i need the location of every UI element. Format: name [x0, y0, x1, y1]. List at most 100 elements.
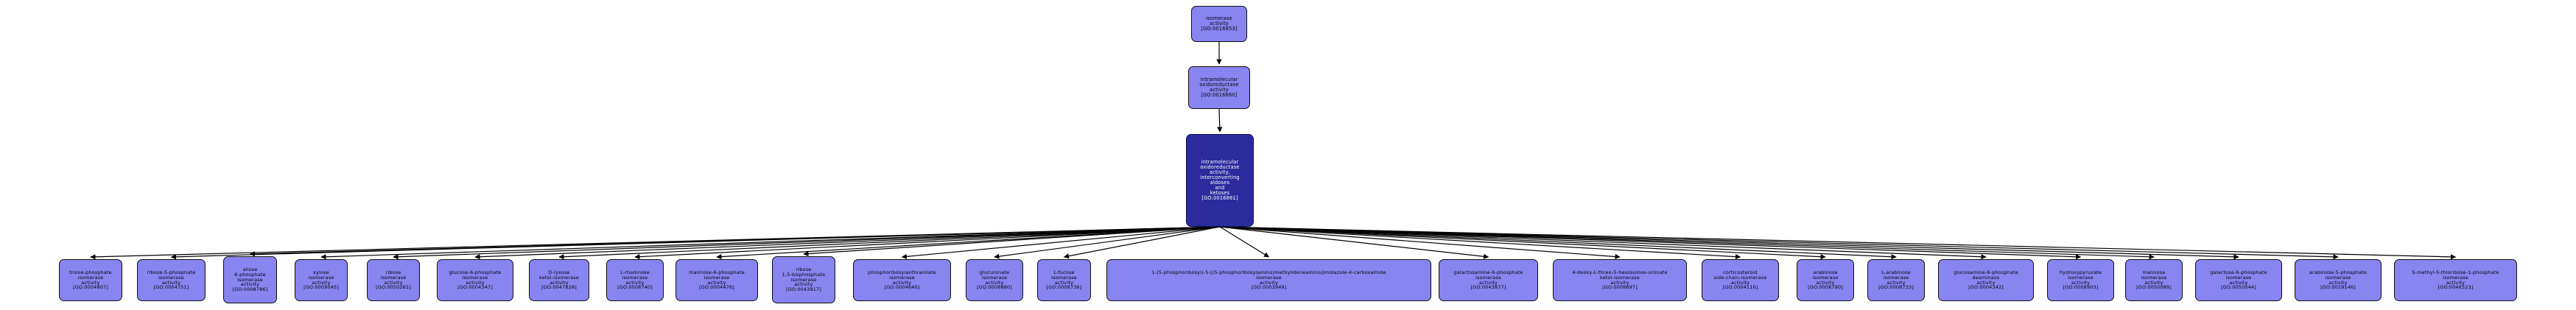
go-term-label-line: activity — [625, 279, 645, 286]
go-term-label-line: oxidoreductase — [1200, 163, 1240, 170]
graph-edge — [1219, 226, 1741, 260]
go-term-label-line: activity — [466, 279, 485, 286]
graph-edge — [634, 226, 1221, 260]
go-term-id: [GO:0016861] — [1201, 195, 1238, 202]
go-term-id: [GO:0009045] — [303, 284, 339, 291]
go-term-id: [GO:0004342] — [1968, 284, 2004, 291]
go-term-label-line: mannose — [2142, 269, 2166, 275]
graph-edge — [803, 226, 1221, 257]
go-term-label-line: interconverting — [1200, 174, 1240, 180]
go-term-label-line: isomerase — [1206, 15, 1232, 21]
go-term-id: [GO:0050044] — [2221, 284, 2256, 291]
go-term-id: [GO:0047828] — [541, 284, 577, 291]
go-term-label-line: S-methyl-5-thioribose-1-phosphate — [2412, 269, 2499, 275]
go-term-id: [GO:0050261] — [376, 284, 411, 291]
go-term-label-line: 1-(5-phosphoribosyl)-5-[(5-phosphoribosy… — [1151, 269, 1386, 275]
go-term-label-line: activity — [1210, 87, 1229, 93]
go-term-label-line: isomerase — [1812, 274, 1839, 281]
graph-edge — [1219, 226, 2339, 260]
go-term-label-line: isomerase — [1051, 274, 1077, 281]
go-term-label-line: activity — [1054, 279, 1074, 286]
go-term-id: [GO:0008786] — [232, 286, 268, 293]
go-term-label-line: activity — [81, 279, 100, 286]
go-term-label-line: allose — [242, 266, 258, 272]
go-term-label-line: isomerase — [2068, 274, 2094, 281]
go-term-id: [GO:0008740] — [617, 284, 653, 291]
go-term-label-line: oxidoreductase — [1199, 81, 1239, 88]
go-term-label-line: activity — [2229, 279, 2248, 286]
go-term-label-line: activity — [794, 281, 813, 288]
go-term-label-line: 6-phosphate — [234, 271, 266, 278]
go-term-label-line: galactosamine-6-phosphate — [1453, 269, 1523, 275]
go-term-label-line: isomerase — [703, 274, 730, 281]
go-term-label-line: activity — [707, 279, 726, 286]
go-term-label-line: isomerase — [77, 274, 104, 281]
graph-edge — [1219, 226, 1621, 260]
go-term-label-line: glucosamine-6-phosphate — [1954, 269, 2018, 275]
go-term-label-line: ketoses — [1210, 190, 1230, 197]
go-term-label-line: deaminase — [1972, 274, 2000, 281]
go-term-id: [GO:0046523] — [2438, 284, 2474, 291]
graph-edge — [1063, 226, 1221, 259]
go-term-label-line: 1,5-bisphosphate — [782, 271, 826, 278]
graph-edge — [1219, 226, 2082, 260]
go-term-label-line: hydroxypyruvate — [2059, 269, 2102, 275]
graph-edge — [90, 226, 1221, 260]
go-term-label-line: activity — [1730, 279, 1750, 286]
go-term-id: [GO:0004751] — [153, 284, 189, 291]
go-term-label-line: isomerase — [2225, 274, 2252, 281]
go-term-id: [GO:0008697] — [1602, 284, 1638, 291]
go-term-id: [GO:0043917] — [786, 286, 821, 293]
go-term-label-line: 4-deoxy-L-threo-5-hexosulose-uronate — [1572, 269, 1668, 275]
graph-edge — [901, 226, 1221, 259]
go-term-label-line: isomerase — [889, 274, 915, 281]
graph-edge — [1219, 226, 1897, 260]
go-term-label-line: isomerase — [158, 274, 184, 281]
go-term-label-line: activity — [240, 281, 260, 288]
graph-edge — [994, 226, 1221, 259]
graph-edge — [393, 226, 1221, 260]
go-term-id: [GO:0043877] — [1470, 284, 1506, 291]
go-term-label-line: isomerase — [2325, 274, 2351, 281]
graph-edge — [1217, 108, 1223, 133]
go-term-label-line: isomerase — [1256, 274, 1282, 281]
go-term-label-line: isomerase — [790, 276, 817, 283]
go-term-label-line: activity — [1610, 279, 1629, 286]
graph-edge — [474, 226, 1221, 260]
go-term-label-line: isomerase — [1883, 274, 1909, 281]
go-term-id: [GO:0004476] — [699, 284, 734, 291]
go-term-label-line: activity — [2446, 279, 2466, 286]
go-term-node[interactable]: 1-(5-phosphoribosyl)-5-[(5-phosphoribosy… — [1106, 259, 1431, 301]
graph-edge — [1219, 226, 1826, 260]
go-term-label-line: phosphoribosylanthranilate — [868, 269, 936, 275]
go-term-id: [GO:0004347] — [457, 284, 493, 291]
